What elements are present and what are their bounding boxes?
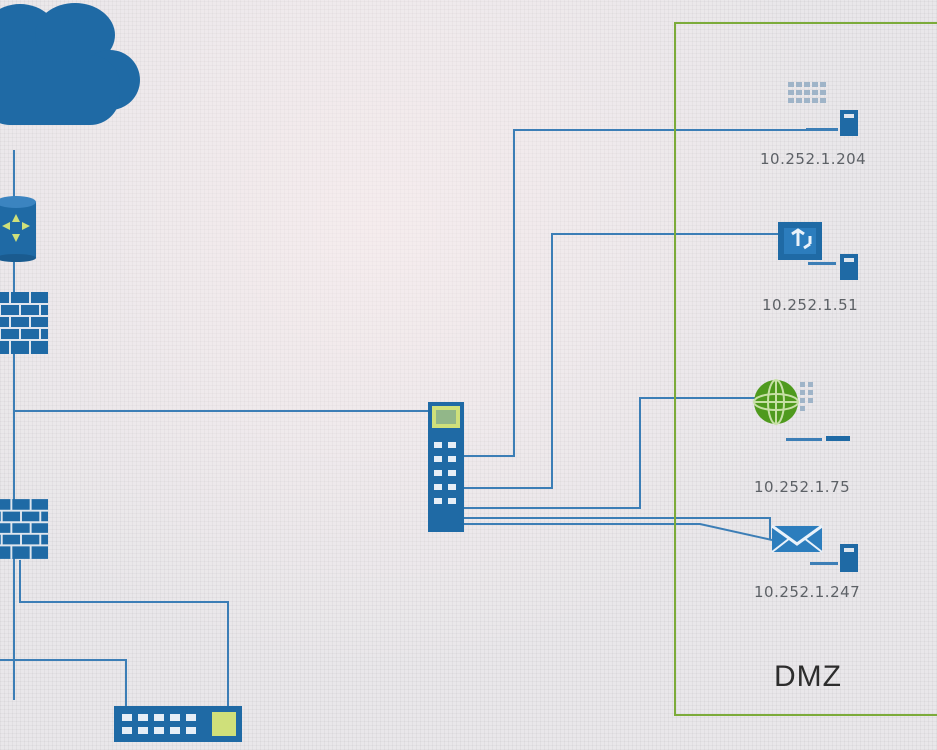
link-server-247b xyxy=(464,523,773,541)
firewall-icon[interactable] xyxy=(0,292,48,354)
link-server-51 xyxy=(464,233,778,489)
switch-icon[interactable] xyxy=(428,402,464,532)
web-server-icon[interactable] xyxy=(782,78,872,144)
server-ip-label: 10.252.1.247 xyxy=(754,583,861,601)
server-ip-label: 10.252.1.51 xyxy=(762,296,859,314)
cloud-icon[interactable] xyxy=(0,0,140,150)
switch-icon[interactable] xyxy=(114,706,242,742)
dmz-zone xyxy=(674,22,937,716)
mail-server-icon[interactable] xyxy=(770,522,860,578)
server-ip-label: 10.252.1.204 xyxy=(760,150,867,168)
exchange-server-icon[interactable] xyxy=(776,218,866,284)
router-icon[interactable] xyxy=(0,192,42,262)
link-server-247 xyxy=(464,517,771,540)
server-ip-label: 10.252.1.75 xyxy=(754,478,851,496)
globe-server-icon[interactable] xyxy=(750,378,860,448)
firewall-to-lan-switch-link xyxy=(19,560,229,712)
link-server-75 xyxy=(464,397,756,509)
dmz-label: DMZ xyxy=(774,660,842,693)
firewall-icon[interactable] xyxy=(0,498,48,560)
backbone-to-lan-switch-link xyxy=(0,659,127,706)
